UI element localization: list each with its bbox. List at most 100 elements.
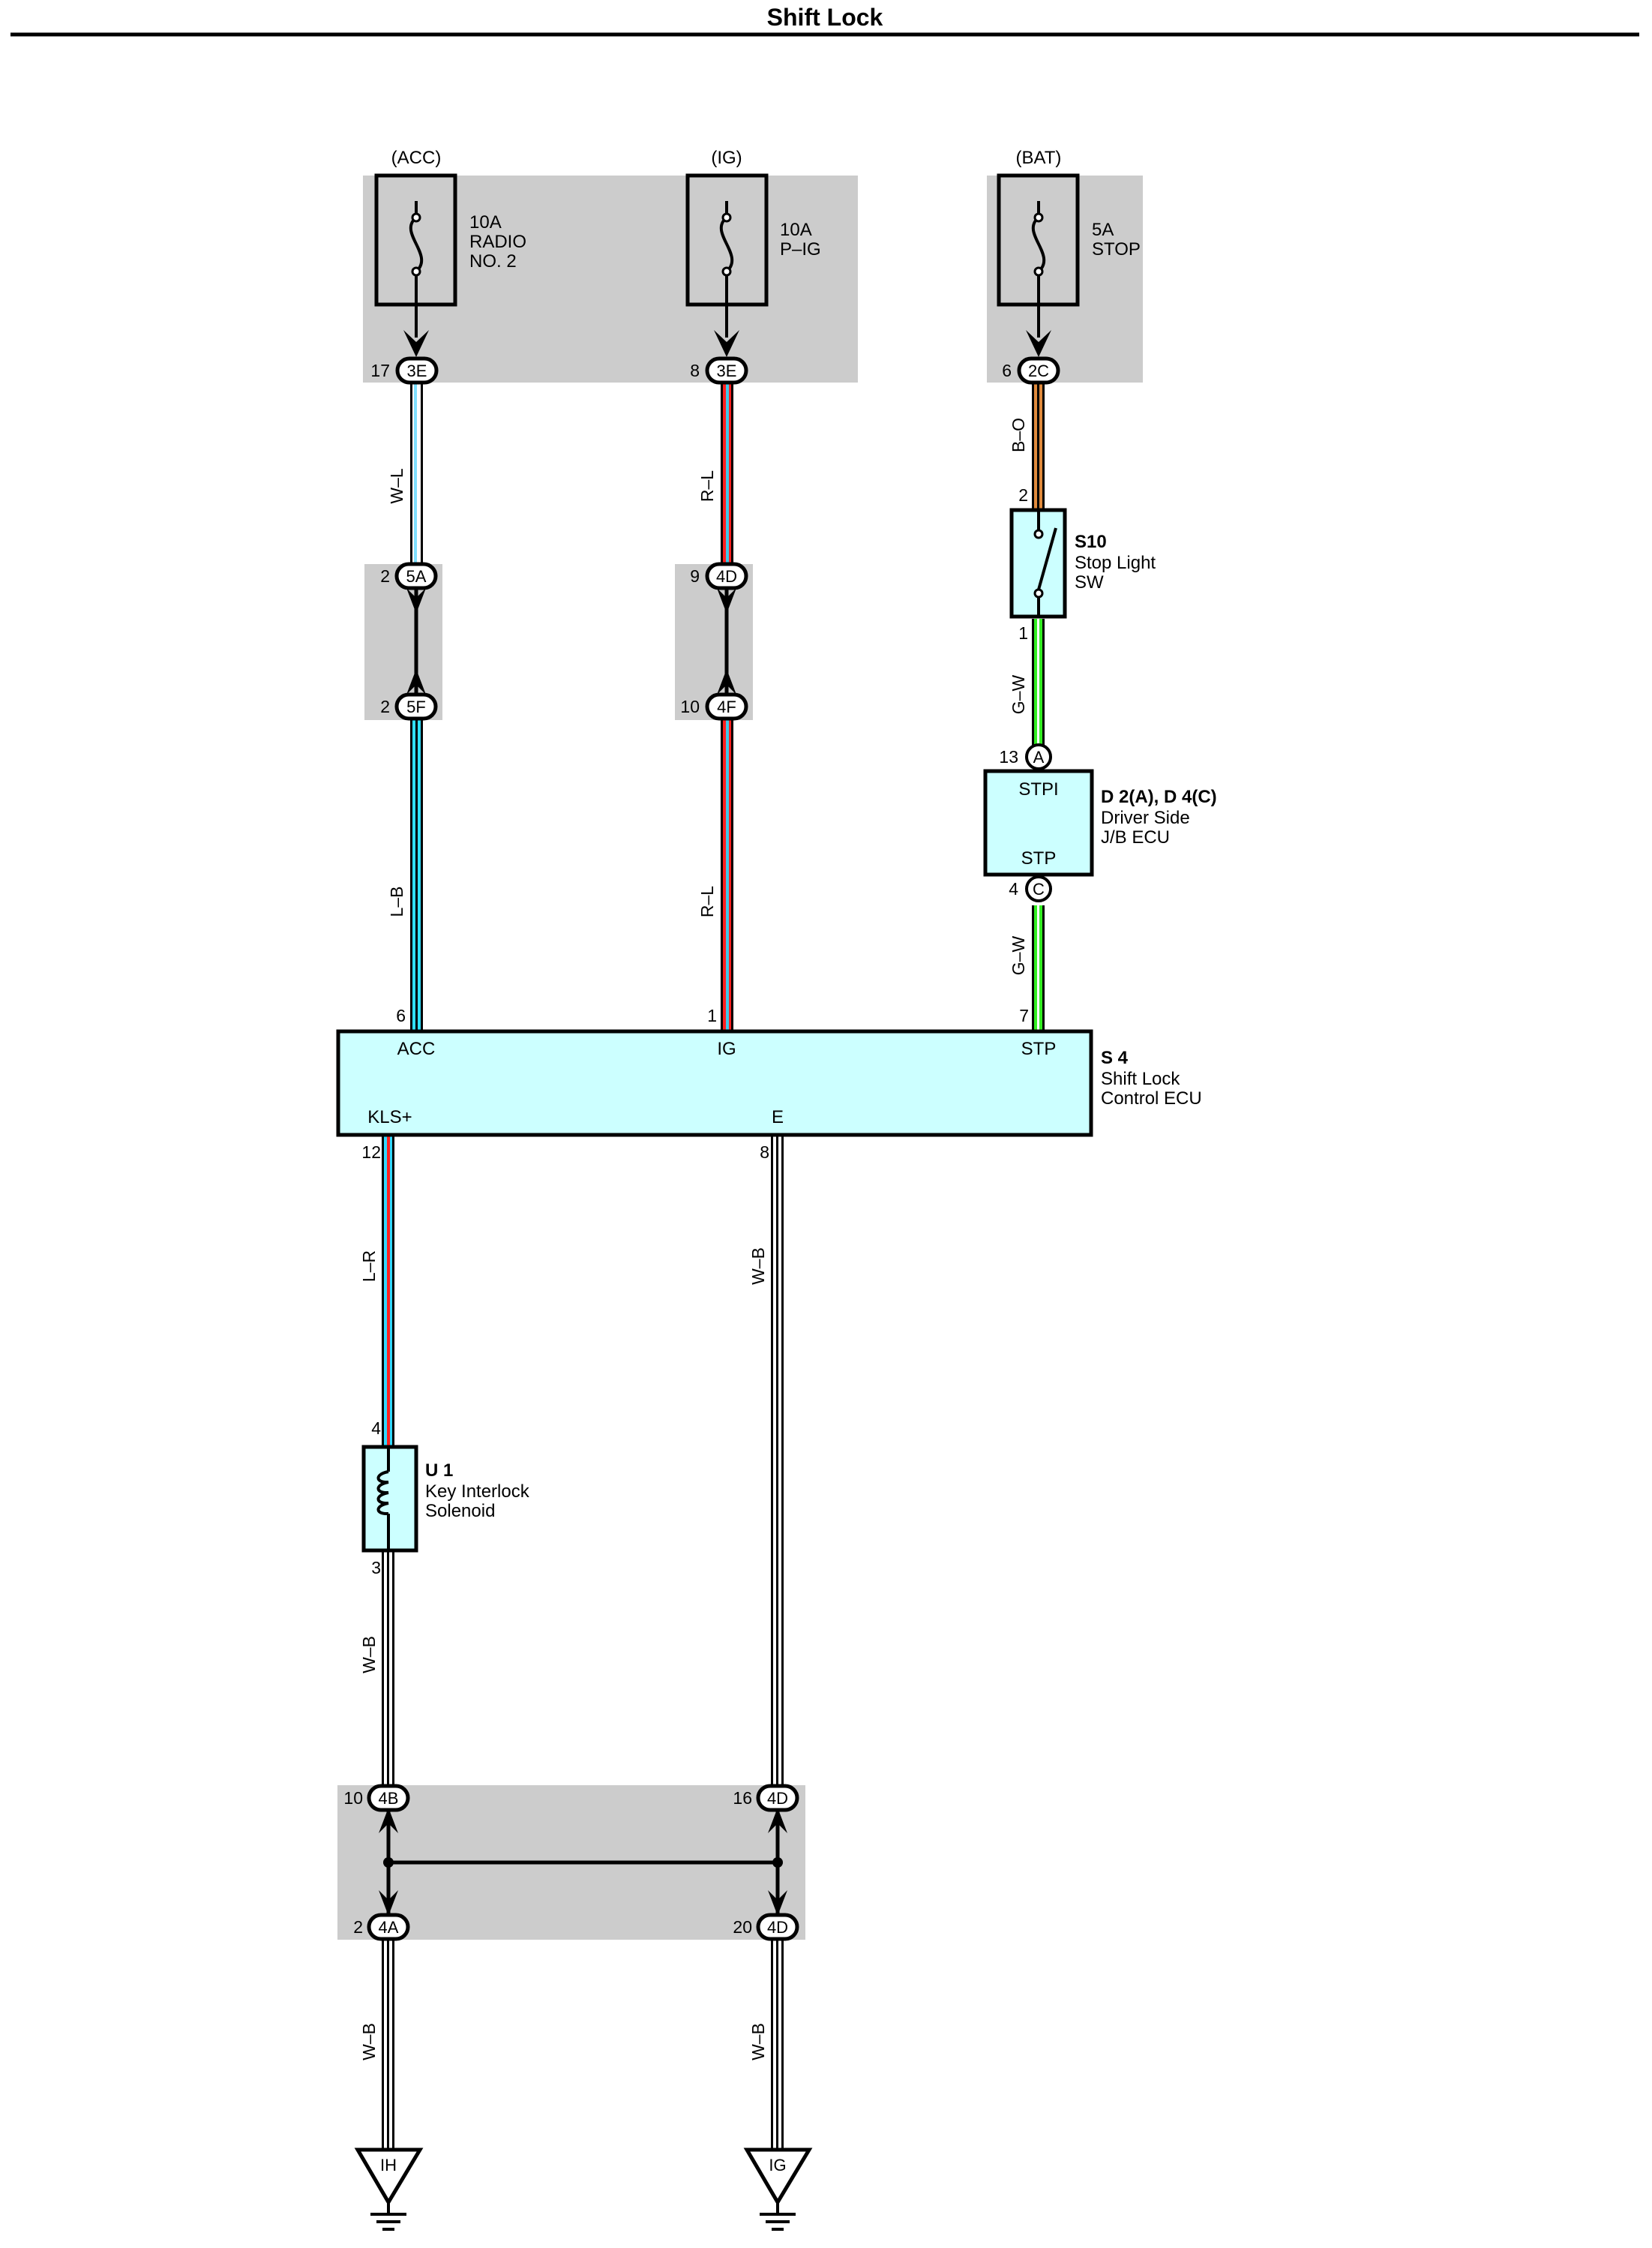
terminal-label: KLS+ [367, 1107, 412, 1127]
connector-17-3e: 3E 17 [370, 356, 439, 385]
wire-acc-upper [410, 383, 423, 570]
connector-10-4b: 4B 10 [343, 1784, 410, 1812]
source-label-acc: (ACC) [391, 148, 442, 168]
ecu-name-2: Control ECU [1101, 1088, 1202, 1109]
pin-label: 13 [999, 747, 1018, 767]
wire-label: L–R [359, 1250, 379, 1282]
page-title: Shift Lock [767, 4, 883, 31]
terminal-label: IG [717, 1039, 736, 1059]
pin-label: 2 [380, 697, 390, 716]
fuse-acc: (ACC) 10A RADIO NO. 2 [374, 148, 526, 357]
pin-label: 2 [353, 1917, 363, 1937]
stop-light-switch: 2 1 S10 Stop Light SW [1009, 485, 1156, 643]
terminal-label: STPI [1018, 779, 1058, 800]
jb-ecu: A 13 STPI STP C 4 D 2(A), D 4(C) Driver … [983, 743, 1217, 902]
wire-stopsw-to-jb [1032, 619, 1045, 754]
pin-label: 4 [1009, 879, 1018, 899]
ecu-name-1: Shift Lock [1101, 1069, 1180, 1089]
wire-label: W–B [748, 1247, 768, 1285]
conn-label: A [1033, 748, 1045, 767]
wire-label: W–B [359, 2023, 379, 2060]
ecu-name-1: Driver Side [1101, 808, 1190, 828]
fuse-name-ig: P–IG [780, 239, 821, 260]
pin-label: 10 [680, 697, 700, 716]
ecu-id: D 2(A), D 4(C) [1101, 787, 1217, 807]
wire-label: W–B [748, 2023, 768, 2060]
pin-label: 12 [361, 1142, 381, 1162]
pin-label: 7 [1019, 1006, 1029, 1025]
terminal-label: STP [1021, 1039, 1057, 1059]
fuse-ig: (IG) 10A P–IG [685, 148, 821, 357]
connector-16-4d: 4D 16 [733, 1784, 799, 1812]
wire-acc-mid [410, 716, 423, 1033]
wire-label: R–L [697, 886, 717, 917]
pin-label: 2 [380, 566, 390, 586]
ecu-id: S 4 [1101, 1048, 1129, 1068]
wire-label: W–B [359, 1636, 379, 1673]
connector-8-3e: 3E 8 [690, 356, 748, 385]
connector-20-4d: 4D 20 [733, 1913, 799, 1941]
ecu-name-2: J/B ECU [1101, 827, 1170, 848]
wire-label: B–O [1009, 418, 1028, 452]
pin-label: 10 [343, 1788, 363, 1808]
pin-label: 20 [733, 1917, 752, 1937]
pin-label: 3 [371, 1558, 381, 1577]
wire-label: G–W [1009, 936, 1028, 976]
source-label-ig: (IG) [711, 148, 742, 168]
fuse-rating-acc: 10A [469, 212, 502, 233]
wire-ig-upper [721, 383, 733, 570]
conn-label: 4B [379, 1789, 399, 1808]
conn-label: C [1033, 880, 1045, 899]
terminal-label: STP [1021, 848, 1057, 869]
wire-e [771, 1135, 784, 1795]
switch-name-2: SW [1075, 572, 1104, 593]
pin-label: 1 [1018, 623, 1028, 643]
conn-label: 5F [406, 698, 426, 716]
wire-bat-upper [1032, 383, 1045, 509]
wire-label: R–L [697, 470, 717, 502]
pin-label: 2 [1018, 485, 1028, 505]
conn-label: 3E [407, 362, 427, 380]
conn-label: 5A [406, 567, 427, 586]
switch-id: S10 [1075, 532, 1107, 552]
fuse-name-bat: STOP [1092, 239, 1141, 260]
connector-10-4f: 4F 10 [680, 692, 748, 721]
jb-shade-bat [987, 176, 1143, 383]
junction-arrows [379, 588, 787, 1916]
pin-label: 8 [690, 361, 700, 380]
junction-lines [386, 585, 780, 1916]
pin-label: 17 [370, 361, 390, 380]
conn-label: 4D [716, 567, 737, 586]
wire-label: W–L [387, 468, 406, 504]
connector-2-4a: 4A 2 [353, 1913, 410, 1941]
pin-label: 1 [707, 1006, 717, 1025]
solenoid-id: U 1 [425, 1460, 453, 1481]
splice-point-left [383, 1857, 394, 1868]
splice-point-right [772, 1857, 783, 1868]
connector-2-5f: 5F 2 [380, 692, 438, 721]
terminal-label: E [772, 1107, 784, 1127]
pin-label: 16 [733, 1788, 752, 1808]
key-interlock-solenoid: 4 3 U 1 Key Interlock Solenoid [361, 1418, 530, 1577]
wire-jb-to-ecu [1032, 905, 1045, 1033]
wire-solenoid-out [382, 1551, 394, 1795]
fuse-name-acc-1: RADIO [469, 232, 526, 252]
connector-6-2c: 2C 6 [1002, 356, 1060, 385]
wire-ground-ih [382, 1935, 394, 2153]
fuse-bat: (BAT) 5A STOP [997, 148, 1141, 357]
source-label-bat: (BAT) [1016, 148, 1062, 168]
wire-ig-mid [721, 716, 733, 1033]
conn-label: 4F [717, 698, 736, 716]
fuse-rating-bat: 5A [1092, 220, 1114, 240]
connector-2-5a: 5A 2 [380, 562, 438, 590]
conn-label: 4D [767, 1918, 788, 1937]
pin-label: 8 [760, 1142, 769, 1162]
conn-label: 3E [717, 362, 737, 380]
terminal-label: ACC [397, 1039, 436, 1059]
ground-ih-icon: IH [354, 2147, 424, 2231]
conn-label: 4D [767, 1789, 788, 1808]
fuse-rating-ig: 10A [780, 220, 812, 240]
wire-label: G–W [1009, 675, 1028, 715]
conn-label: 4A [379, 1918, 399, 1937]
